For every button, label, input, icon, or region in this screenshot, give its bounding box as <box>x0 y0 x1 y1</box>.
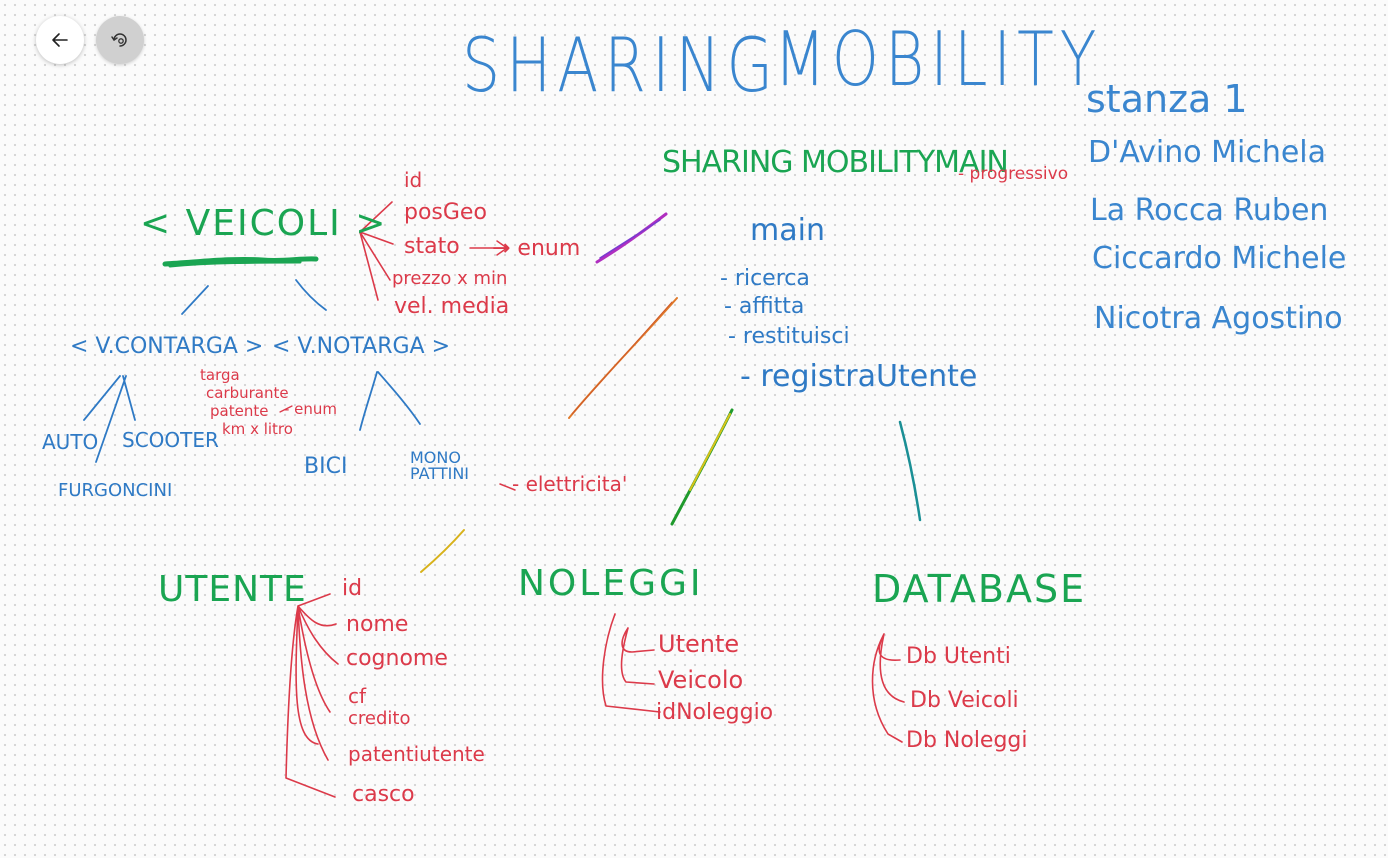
member-3: Ciccardo Michele <box>1092 241 1347 276</box>
contarga-attr-kmxlitro: km x litro <box>222 420 293 438</box>
connector-teal <box>898 420 922 522</box>
member-1: D'Avino Michela <box>1088 135 1327 170</box>
title-mobility: MOBILITY <box>774 16 1103 104</box>
notarga-type-monopattini: MONO PATTINI <box>410 448 469 483</box>
arrow-left-icon <box>52 33 68 47</box>
connector-yellow <box>420 529 465 573</box>
contarga-branches <box>83 375 136 463</box>
veicoli-branch-left <box>181 285 209 315</box>
utente-field-casco: casco <box>352 782 415 807</box>
database-title: DATABASE <box>872 567 1087 611</box>
veicoli-attribute-fan <box>359 201 394 301</box>
main-action-3: - restituisci <box>728 324 850 349</box>
connector-purple <box>595 212 668 264</box>
veicoli-attr-posgeo: posGeo <box>404 200 487 225</box>
database-field-noleggi: Db Noleggi <box>906 728 1028 753</box>
contarga-type-furgoncini: FURGONCINI <box>58 480 173 501</box>
main-class-header: SHARING MOBILITYMAIN <box>662 145 1009 180</box>
member-2: La Rocca Ruben <box>1090 193 1329 228</box>
notarga-note-elettricita: - elettricita' <box>512 472 628 496</box>
noleggi-field-idnoleggio: idNoleggio <box>656 700 774 725</box>
room-label: stanza 1 <box>1086 77 1248 121</box>
main-action-4: - registraUtente <box>740 359 978 394</box>
veicoli-attr-id: id <box>404 168 423 192</box>
contarga-label: < V.CONTARGA > <box>70 334 264 359</box>
utente-field-credito: credito <box>348 708 411 729</box>
noleggi-field-veicolo: Veicolo <box>658 666 744 694</box>
utente-field-fan <box>285 593 339 798</box>
main-action-1: - ricerca <box>720 266 810 291</box>
utente-field-cognome: cognome <box>346 646 448 671</box>
contarga-attr-targa: targa <box>200 366 240 384</box>
contarga-attr-patente: patente <box>210 402 269 420</box>
database-field-fan <box>871 633 905 743</box>
contarga-type-scooter: SCOOTER <box>122 428 219 452</box>
contarga-patente-enum: - enum <box>284 400 338 418</box>
veicoli-stato-enum: → enum <box>492 236 581 261</box>
veicoli-attr-prezzo: prezzo x min <box>392 268 508 289</box>
notarga-type-bici: BICI <box>304 454 348 479</box>
replay-icon <box>111 33 127 47</box>
connector-orange <box>568 297 678 419</box>
utente-field-id: id <box>342 576 363 601</box>
noleggi-title: NOLEGGI <box>518 563 704 604</box>
title-sharing: SHARING <box>462 22 780 110</box>
noleggi-field-fan <box>601 613 661 713</box>
database-field-utenti: Db Utenti <box>906 644 1011 669</box>
veicoli-underline <box>162 256 319 267</box>
utente-field-patentiutente: patentiutente <box>348 742 485 766</box>
notarga-branches <box>359 371 421 431</box>
utente-title: UTENTE <box>158 569 307 610</box>
veicoli-attr-velmedia: vel. media <box>394 294 510 319</box>
utente-field-nome: nome <box>346 612 409 637</box>
veicoli-title: < VEICOLI > <box>140 203 388 244</box>
contarga-type-auto: AUTO <box>42 430 99 454</box>
back-button[interactable] <box>36 16 84 64</box>
main-method-label: main <box>750 213 825 248</box>
noleggi-field-utente: Utente <box>658 630 740 658</box>
utente-field-cf: cf <box>348 684 367 708</box>
main-class-note: - progressivo <box>958 164 1069 184</box>
member-4: Nicotra Agostino <box>1094 301 1343 336</box>
contarga-attr-carburante: carburante <box>206 384 289 402</box>
notarga-label: < V.NOTARGA > <box>272 334 450 359</box>
veicoli-branch-right <box>295 279 327 311</box>
replay-button[interactable] <box>96 16 144 64</box>
veicoli-attr-stato: stato <box>404 234 460 259</box>
main-action-2: - affitta <box>724 294 805 319</box>
database-field-veicoli: Db Veicoli <box>910 688 1019 713</box>
